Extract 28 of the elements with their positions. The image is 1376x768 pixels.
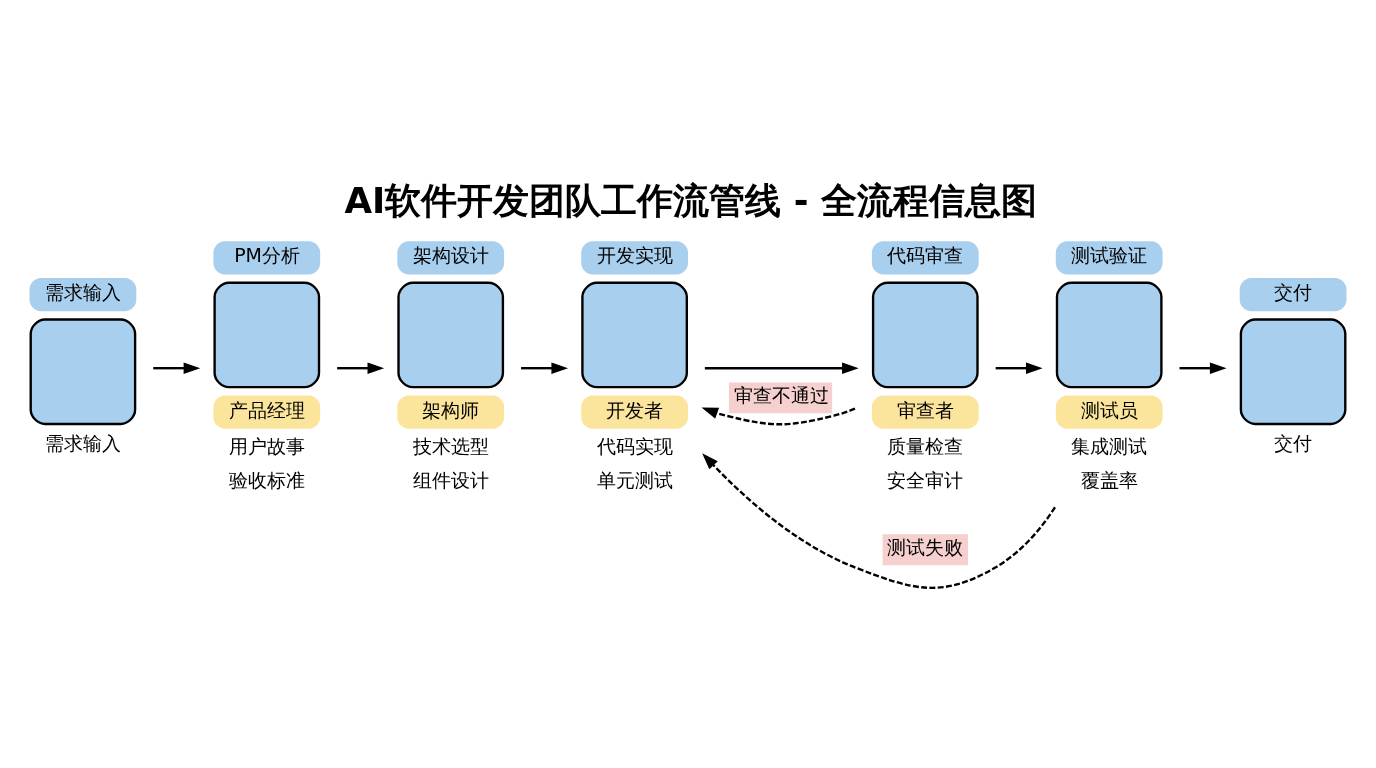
arrow [995, 361, 1043, 374]
node-label: 集成测试 [1071, 434, 1148, 457]
edge-label: 审查不通过 [733, 383, 829, 406]
arrow [521, 361, 569, 374]
node-label: 审查者 [896, 398, 954, 421]
node-label: 测试员 [1080, 398, 1138, 421]
arrow [337, 361, 385, 374]
arrow [701, 407, 856, 425]
diagram-title: AI软件开发团队工作流管线 - 全流程信息图 [344, 179, 1037, 221]
node-label: 技术选型 [412, 434, 489, 457]
node-label: 代码实现 [596, 434, 673, 457]
node-label: 质量检查 [887, 434, 964, 457]
node-label: 产品经理 [228, 398, 305, 421]
node-label: 覆盖率 [1080, 468, 1138, 491]
arrow [1179, 361, 1227, 374]
arrow [153, 361, 201, 374]
node-label: 用户故事 [228, 434, 305, 457]
node-label: 开发者 [606, 398, 664, 421]
node-label: 需求输入 [44, 431, 121, 454]
node-label: 单元测试 [596, 468, 673, 491]
arrow [702, 452, 1056, 589]
edge-label: 测试失败 [887, 535, 964, 558]
node-label: 安全审计 [887, 468, 964, 491]
node-label: 交付 [1274, 431, 1313, 454]
arrow [704, 361, 859, 374]
node-label: 组件设计 [412, 468, 489, 491]
node-label: 验收标准 [228, 468, 305, 491]
node-label: 架构师 [422, 398, 480, 421]
